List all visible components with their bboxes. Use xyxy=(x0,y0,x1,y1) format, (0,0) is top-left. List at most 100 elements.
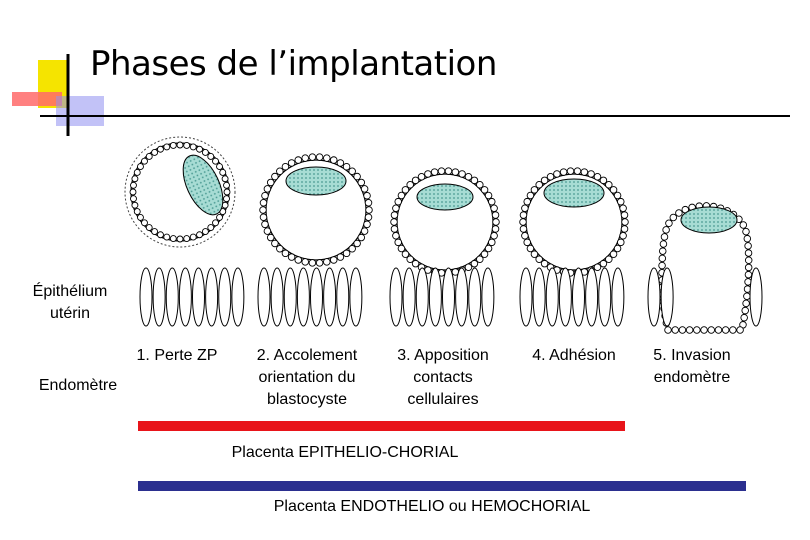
trophoblast-cell xyxy=(216,163,223,171)
trophoblast-cell xyxy=(336,159,345,167)
trophoblast-cell xyxy=(739,221,748,229)
trophoblast-cell xyxy=(348,244,356,253)
epithelial-cell xyxy=(442,267,455,327)
trophoblast-cell xyxy=(201,149,209,156)
trophoblast-cell xyxy=(519,211,528,219)
trophoblast-cell xyxy=(323,258,331,266)
trophoblast-cell xyxy=(223,188,231,196)
trophoblast-cell xyxy=(523,197,531,206)
trophoblast-cell xyxy=(201,228,209,235)
trophoblast-cell xyxy=(553,170,561,178)
phase-label-4: 4. Adhésion xyxy=(532,347,616,364)
page-title: Phases de l’implantation xyxy=(90,44,497,84)
trophoblast-cell xyxy=(131,175,139,183)
trophoblast-cell xyxy=(301,154,309,162)
trophoblast-cell xyxy=(207,153,215,160)
trophoblast-cell xyxy=(613,191,622,200)
trophoblast-cell xyxy=(342,249,351,258)
trophoblast-cell xyxy=(294,256,303,264)
trophoblast-cell xyxy=(157,145,164,153)
phase-label-5: 5. Invasion endomètre xyxy=(653,347,731,386)
trophoblast-cell xyxy=(259,213,268,221)
trophoblast-cell xyxy=(133,169,141,176)
epithelial-cell xyxy=(455,267,469,327)
trophoblast-cell xyxy=(169,142,177,149)
trophoblast-cell xyxy=(491,225,500,233)
trophoblast-cell xyxy=(137,163,144,171)
trophoblast-cell xyxy=(519,225,528,233)
trophoblast-cell xyxy=(392,204,400,212)
trophoblast-cell xyxy=(271,172,279,181)
epithelial-cell xyxy=(231,267,245,327)
trophoblast-cell xyxy=(276,244,284,253)
epithelial-cell xyxy=(660,267,674,327)
epithelial-cell xyxy=(749,267,763,327)
trophoblast-cell xyxy=(287,253,296,261)
trophoblast-cell xyxy=(480,250,489,258)
trophoblast-cell xyxy=(163,233,171,241)
epithelial-cell xyxy=(336,267,350,327)
trophoblast-cell xyxy=(397,191,406,200)
trophoblast-cell xyxy=(593,263,602,272)
trophoblast-cell xyxy=(707,326,716,334)
trophoblast-cell xyxy=(620,211,629,219)
trophoblast-cell xyxy=(664,326,672,334)
trophoblast-cell xyxy=(131,201,139,209)
trophoblast-cell xyxy=(605,255,613,264)
trophoblast-cell xyxy=(223,195,230,203)
trophoblast-cell xyxy=(357,178,366,187)
trophoblast-cell xyxy=(353,239,361,248)
epithelial-cell xyxy=(428,267,442,327)
trophoblast-cell xyxy=(363,220,371,229)
trophoblast-cell xyxy=(169,235,177,242)
trophoblast-cell xyxy=(620,225,629,233)
epithelial-cell xyxy=(519,267,533,327)
epithelial-cell xyxy=(178,267,192,327)
trophoblast-cell xyxy=(141,219,148,227)
trophoblast-cell xyxy=(342,162,351,171)
trophoblast-cell xyxy=(196,231,203,239)
trophoblast-cell xyxy=(315,259,324,267)
trophoblast-cell xyxy=(693,326,701,334)
trophoblast-cell xyxy=(678,326,687,334)
trophoblast-cell xyxy=(573,167,582,175)
epithelium-label-text: Épithélium utérin xyxy=(32,283,108,322)
trophoblast-cell xyxy=(535,180,543,189)
trophoblast-cell xyxy=(617,238,625,247)
phase-label-1: 1. Perte ZP xyxy=(136,347,218,364)
trophoblast-cell xyxy=(360,185,369,193)
trophoblast-cell xyxy=(599,259,608,268)
trophoblast-cell xyxy=(685,326,694,334)
trophoblast-cell xyxy=(424,170,432,178)
trophoblast-cell xyxy=(281,162,290,171)
trophoblast-cell xyxy=(207,224,215,231)
trophoblast-cell xyxy=(519,218,527,226)
trophoblast-cell xyxy=(660,233,669,241)
trophoblast-cell xyxy=(133,208,141,215)
trophoblast-cell xyxy=(658,261,666,270)
trophoblast-cell xyxy=(521,204,529,212)
trophoblast-cell xyxy=(263,185,272,193)
phase-label-2: 2. Accolement orientation du blastocyste xyxy=(256,347,358,408)
trophoblast-cell xyxy=(480,186,489,194)
trophoblast-cell xyxy=(484,244,493,253)
epithelial-cell xyxy=(349,267,363,327)
trophoblast-cell xyxy=(742,299,750,308)
trophoblast-cell xyxy=(566,167,575,175)
trophoblast-cell xyxy=(360,227,369,235)
trophoblast-cell xyxy=(744,270,753,279)
endometrium-label: Endomètre xyxy=(38,377,118,394)
trophoblast-cell xyxy=(613,244,622,253)
trophoblast-cell xyxy=(669,213,678,222)
trophoblast-cell xyxy=(364,199,373,207)
title-accent xyxy=(12,54,790,136)
trophoblast-cell xyxy=(411,259,420,268)
trophoblast-cell xyxy=(397,244,406,253)
trophoblast-cell xyxy=(744,263,753,272)
epithelial-cell xyxy=(270,267,284,327)
trophoblast-cell xyxy=(145,224,153,231)
trophoblast-cell xyxy=(621,218,629,226)
trophoblast-cell xyxy=(721,326,730,334)
trophoblast-cell xyxy=(444,167,453,175)
